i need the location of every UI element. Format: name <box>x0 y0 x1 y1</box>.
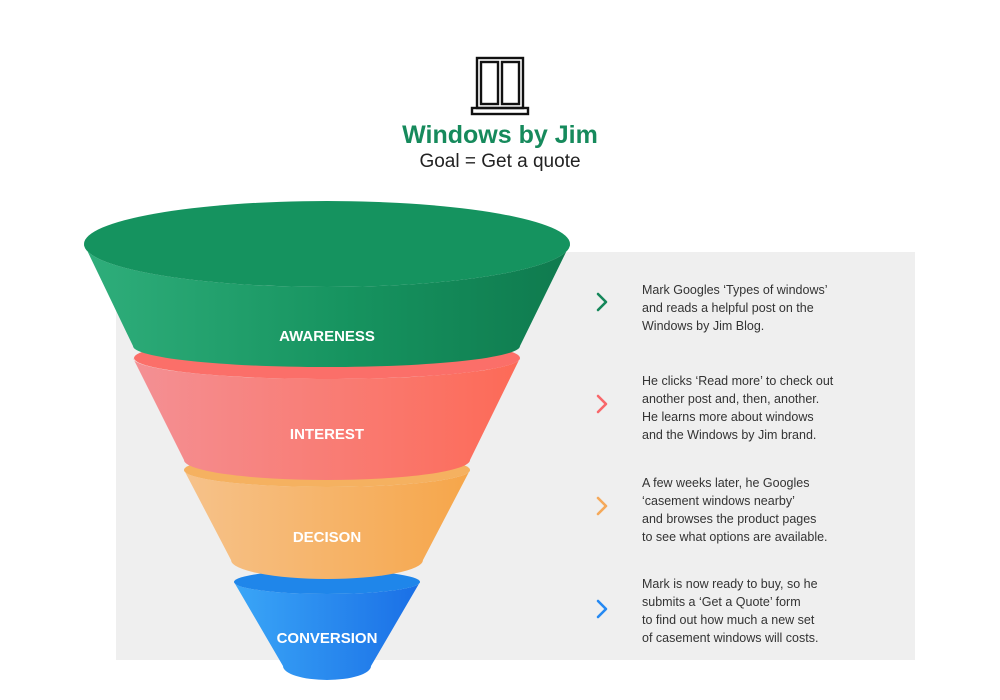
brand-title: Windows by Jim <box>402 121 598 149</box>
stage-label-decision: DECISON <box>293 529 361 546</box>
step-text-conversion: Mark is now ready to buy, so he submits … <box>642 577 819 645</box>
stage-label-conversion: CONVERSION <box>277 630 378 647</box>
funnel-stage-conversion: CONVERSION <box>234 570 420 680</box>
goal-subtitle: Goal = Get a quote <box>419 151 581 172</box>
window-icon <box>470 56 530 116</box>
step-text-awareness: Mark Googles ‘Types of windows’ and read… <box>642 283 828 333</box>
funnel-stage-awareness: AWARENESS <box>84 201 570 368</box>
stage-label-interest: INTEREST <box>290 426 364 443</box>
step-text-decision: A few weeks later, he Googles ‘casement … <box>642 476 828 544</box>
chevron-right-icon <box>596 292 608 312</box>
stage-label-awareness: AWARENESS <box>279 328 375 345</box>
chevron-right-icon <box>596 599 608 619</box>
step-text-interest: He clicks ‘Read more’ to check out anoth… <box>642 374 834 442</box>
chevron-right-icon <box>596 394 608 414</box>
chevron-right-icon <box>596 496 608 516</box>
